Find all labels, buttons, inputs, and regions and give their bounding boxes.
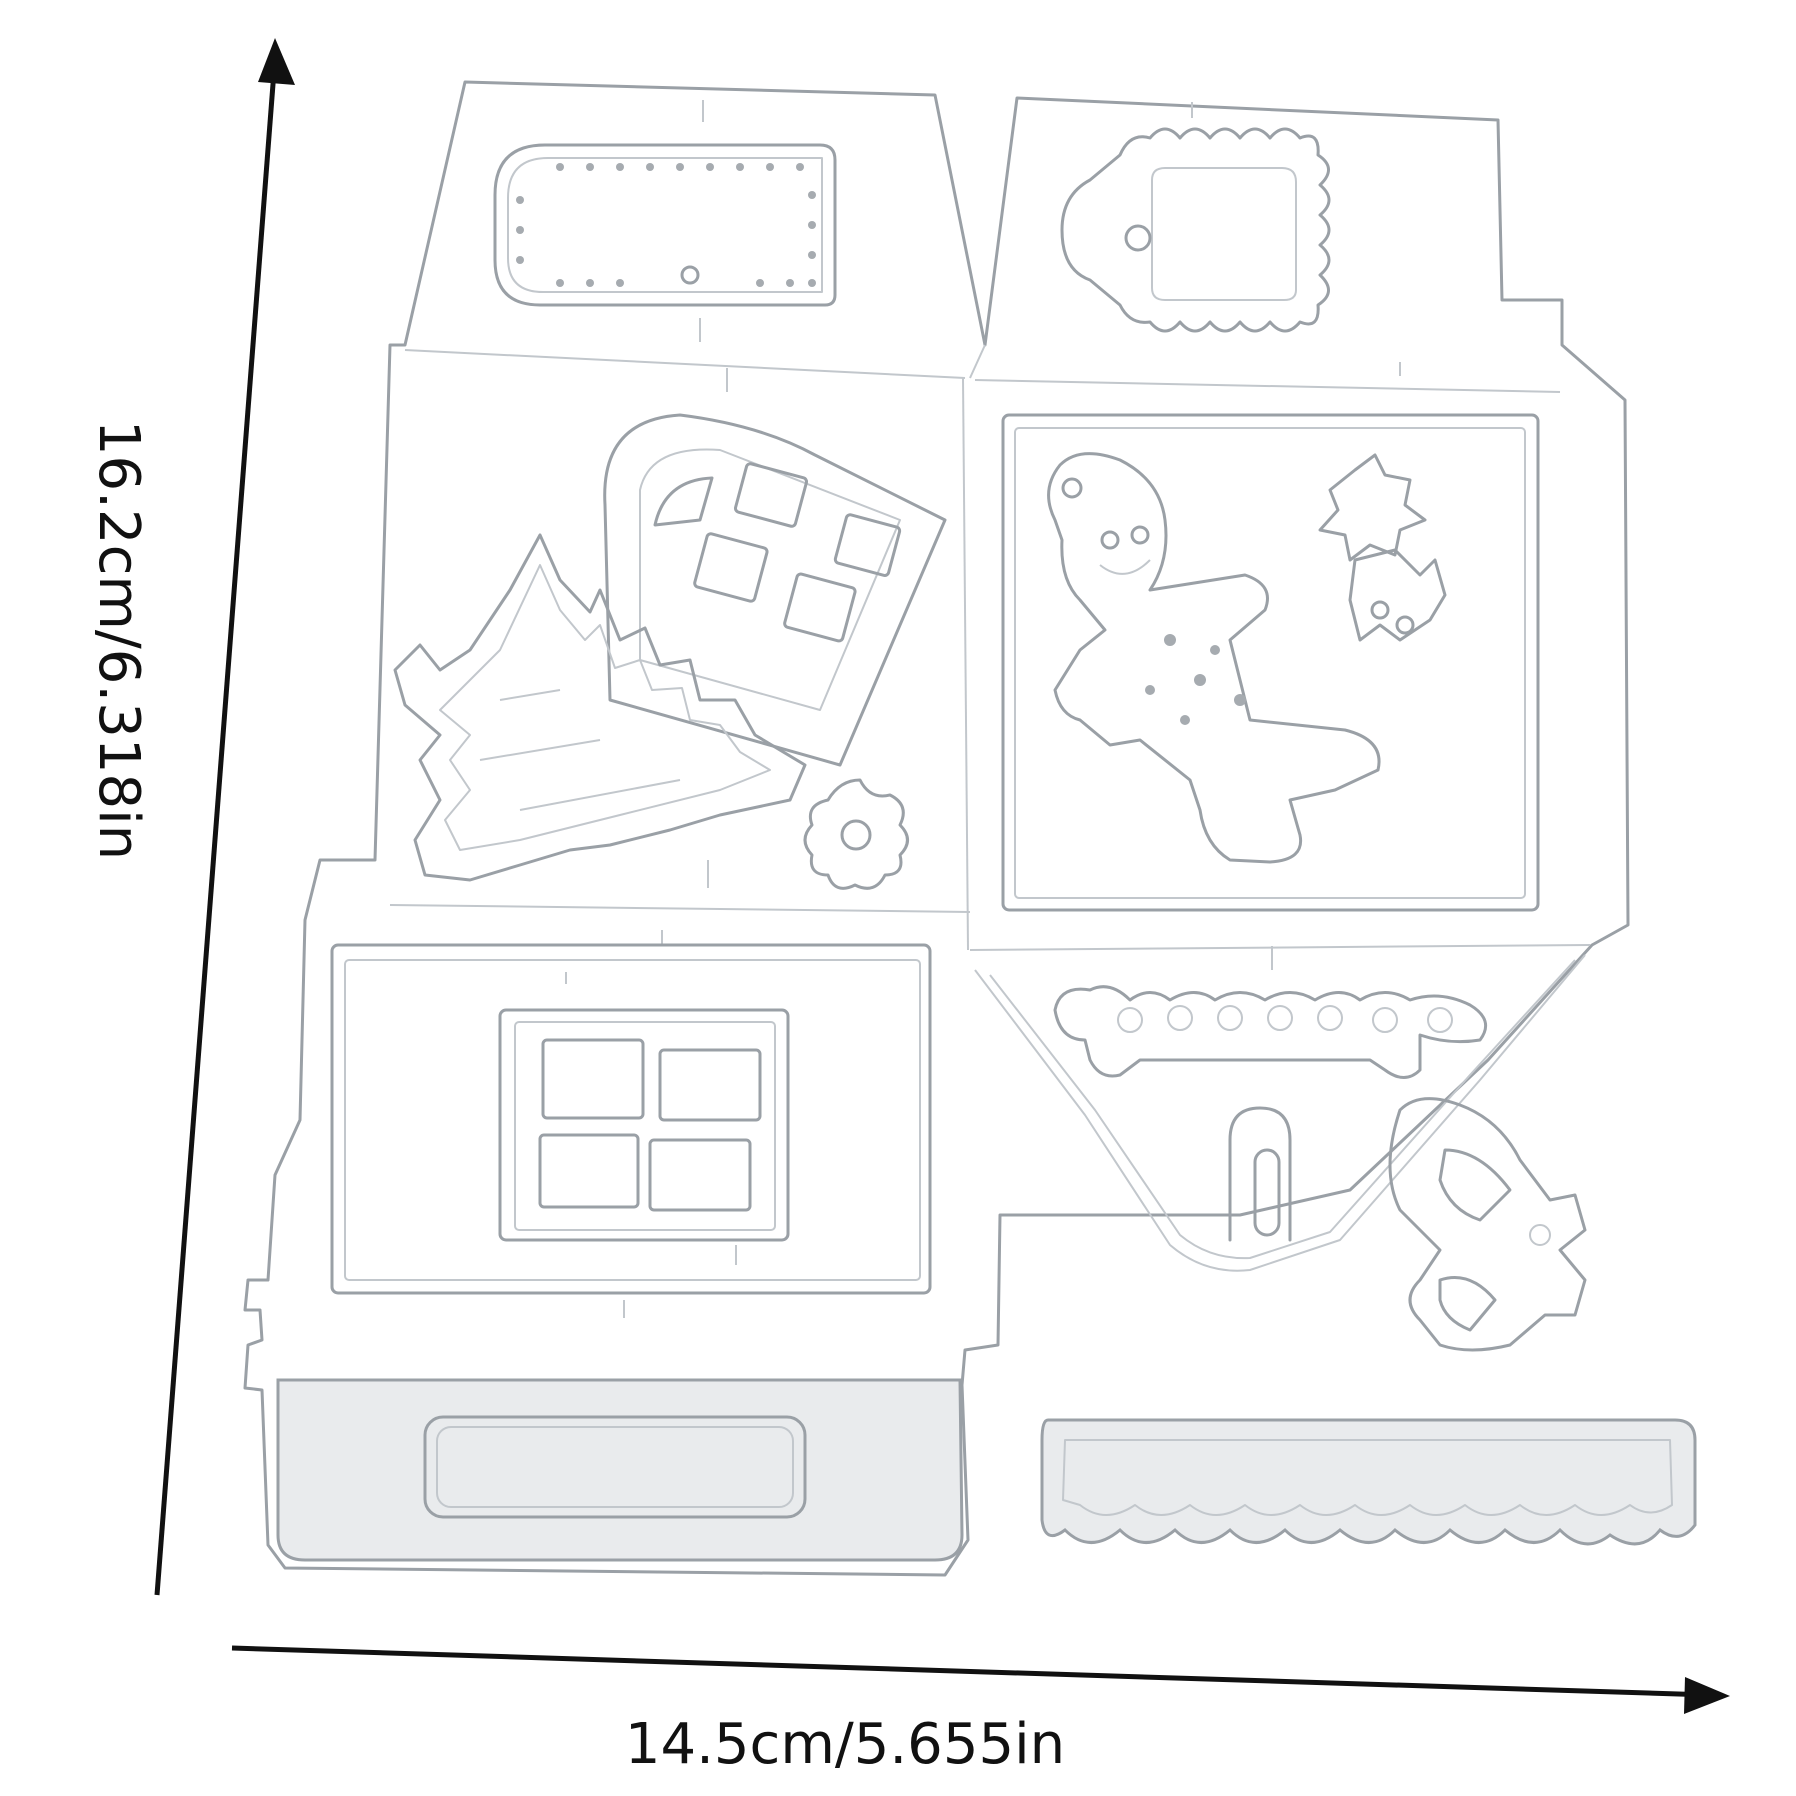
width-dimension-arrow [231, 1645, 1730, 1714]
scalloped-tag-die [1060, 127, 1331, 333]
christmas-tree-die [393, 533, 807, 882]
arched-window-die [603, 413, 947, 767]
box-base-panel-die [276, 1378, 964, 1562]
snowflake-flower-die [803, 778, 909, 890]
holly-leaves-die [1318, 453, 1447, 642]
gingerbread-man-die [1047, 452, 1381, 864]
bow-die [1388, 1097, 1587, 1352]
square-window-die [498, 1008, 790, 1242]
framed-square-die [1001, 413, 1540, 912]
door-die [1228, 1106, 1292, 1242]
height-dimension-arrow [154, 38, 295, 1596]
width-dimension-label: 14.5cm/5.655in [625, 1712, 1065, 1777]
rectangular-frame-die [330, 943, 932, 1295]
die-cut-set [243, 80, 1697, 1577]
house-box-outline [243, 80, 1630, 1577]
swirl-border-die [1053, 985, 1488, 1079]
height-dimension-label: 16.2cm/6.318in [86, 420, 151, 860]
dotted-tag-die [493, 143, 837, 307]
gable-roof-die [974, 954, 1586, 1272]
scalloped-awning-die [1040, 1418, 1697, 1546]
